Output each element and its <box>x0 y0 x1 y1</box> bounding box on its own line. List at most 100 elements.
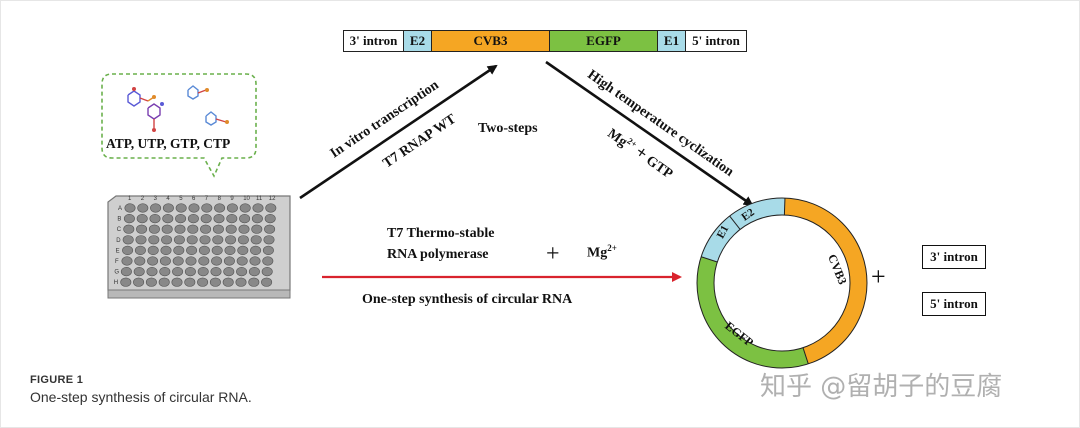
plate-well <box>237 245 249 255</box>
plate-well <box>134 256 146 266</box>
plate-well <box>172 256 184 266</box>
plate-well <box>261 277 273 287</box>
plate-well <box>264 214 276 224</box>
plate-well <box>137 203 149 213</box>
plate-well <box>222 277 234 287</box>
figure-caption-title: FIGURE 1 <box>30 374 84 386</box>
rna-polymerase-label: RNA polymerase <box>387 247 489 262</box>
byproduct-3-intron: 3' intron <box>922 245 986 269</box>
plate-column-label: 8 <box>218 196 222 202</box>
plate-well <box>262 256 274 266</box>
circ-segment-divider <box>729 215 741 230</box>
segment-5-intron: 5' intron <box>686 31 746 51</box>
figure-caption-text: One-step synthesis of circular RNA. <box>30 389 252 405</box>
plate-column-label: 3 <box>154 196 158 202</box>
plate-well <box>159 267 171 277</box>
plate-well <box>120 277 132 287</box>
plate-well <box>198 245 210 255</box>
nucleotide-molecules-icon <box>127 85 229 132</box>
plate-well <box>136 224 148 234</box>
plate-well <box>159 256 171 266</box>
plate-well <box>124 203 136 213</box>
plate-well <box>200 224 212 234</box>
plate-well <box>186 235 198 245</box>
segment-e1: E1 <box>658 31 686 51</box>
circ-segment-e2 <box>729 198 785 230</box>
plate-column-label: 10 <box>243 196 250 202</box>
plate-well <box>149 214 161 224</box>
plate-well <box>214 203 226 213</box>
plate-well <box>236 256 248 266</box>
plate-well <box>148 224 160 234</box>
one-step-synthesis-label: One-step synthesis of circular RNA <box>362 292 573 307</box>
plate-well <box>136 214 148 224</box>
plate-row-label: C <box>117 227 122 233</box>
circ-segment-e1 <box>701 216 741 263</box>
plate-column-label: 9 <box>230 196 234 202</box>
plate-well <box>162 214 174 224</box>
plate-well <box>250 245 262 255</box>
plate-well <box>188 203 200 213</box>
plate-well <box>187 224 199 234</box>
plate-well <box>223 267 235 277</box>
linear-rna-construct: 3' intron E2 CVB3 EGFP E1 5' intron <box>343 30 747 52</box>
plate-well <box>212 224 224 234</box>
plate-well <box>201 203 213 213</box>
plus-sign: + <box>546 241 560 267</box>
segment-egfp: EGFP <box>550 31 658 51</box>
plate-well <box>198 256 210 266</box>
plate-well <box>146 267 158 277</box>
plate-column-label: 11 <box>256 196 263 202</box>
plate-well <box>238 224 250 234</box>
plate-row-label: G <box>114 270 119 276</box>
plate-row-label: D <box>116 238 121 244</box>
plate-well <box>160 245 172 255</box>
plate-well <box>185 256 197 266</box>
plate-well <box>123 224 135 234</box>
plate-well <box>248 267 260 277</box>
circular-rna <box>696 197 868 369</box>
t7-thermostable-label: T7 Thermo-stable <box>387 226 495 241</box>
plate-well <box>173 245 185 255</box>
plate-well <box>150 203 162 213</box>
plate-well <box>262 245 274 255</box>
plate-row-label: F <box>115 259 119 265</box>
plate-row-label: A <box>118 206 122 212</box>
plate-well <box>236 267 248 277</box>
plate-well <box>187 214 199 224</box>
plate-well <box>172 267 184 277</box>
circ-segment-divider <box>783 198 786 216</box>
plate-well <box>122 245 134 255</box>
plate-well <box>175 214 187 224</box>
plate-well <box>122 235 134 245</box>
plate-well <box>161 235 173 245</box>
plate-well <box>120 267 132 277</box>
plate-column-label: 2 <box>141 196 145 202</box>
plate-well <box>225 224 237 234</box>
plate-well <box>261 267 273 277</box>
plate-well <box>209 277 221 287</box>
plate-well <box>225 235 237 245</box>
mg-label: Mg2+ <box>587 243 617 261</box>
plate-well <box>134 245 146 255</box>
circ-segment-divider <box>701 256 718 263</box>
circ-segment-cvb3 <box>784 198 867 364</box>
byproduct-5-intron: 5' intron <box>922 292 986 316</box>
plate-column-label: 5 <box>179 196 183 202</box>
nucleotide-bubble <box>101 73 257 178</box>
plate-column-label: 4 <box>166 196 170 202</box>
plate-well <box>197 267 209 277</box>
segment-e2: E2 <box>404 31 432 51</box>
plate-well <box>213 214 225 224</box>
plate-well <box>252 203 264 213</box>
plate-well <box>161 224 173 234</box>
nucleotides-label: ATP, UTP, GTP, CTP <box>106 136 231 151</box>
plate-well <box>235 277 247 287</box>
plate-well <box>200 214 212 224</box>
plate-well <box>133 267 145 277</box>
plate-well <box>184 267 196 277</box>
plate-row-label: H <box>114 280 118 286</box>
plate-well <box>174 224 186 234</box>
